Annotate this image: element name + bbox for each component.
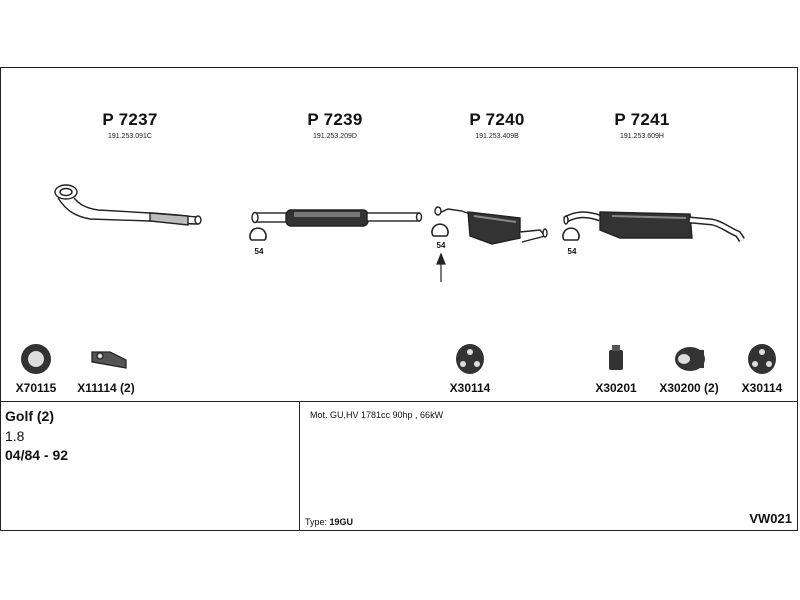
clamp-label-2: 54: [436, 241, 446, 250]
vehicle-engine: 1.8: [5, 428, 25, 444]
part-number-p7241[interactable]: P 7241: [614, 110, 670, 129]
vehicle-years: 04/84 - 92: [5, 447, 69, 463]
motor-description: Mot. GU,HV 1781cc 90hp , 66kW: [310, 410, 444, 420]
divider-horizontal: [0, 401, 798, 402]
diagram-frame: [0, 67, 798, 531]
type-label: Type:: [305, 517, 328, 527]
part-number-p7240[interactable]: P 7240: [469, 110, 525, 129]
front-pipe-p7237-drawing[interactable]: [54, 184, 202, 226]
clamp-icon-3[interactable]: [562, 227, 580, 241]
accessory-code-x30200[interactable]: X30200 (2): [659, 381, 719, 395]
part-number-p7237[interactable]: P 7237: [102, 110, 158, 129]
mounting-rubber-icon[interactable]: [609, 345, 623, 370]
clamp-label-1: 54: [254, 247, 264, 256]
divider-vertical: [299, 401, 300, 531]
flange-clamp-icon[interactable]: [675, 347, 705, 371]
arrow-up-icon: [436, 252, 446, 282]
gasket-ring-icon[interactable]: [21, 344, 51, 374]
diagram-reference-code: VW021: [749, 511, 792, 526]
accessory-code-x30201[interactable]: X30201: [595, 381, 637, 395]
part-number-p7239[interactable]: P 7239: [307, 110, 363, 129]
clamp-icon-1[interactable]: [249, 227, 267, 241]
muffler-p7240-drawing[interactable]: [434, 206, 548, 245]
rear-silencer-p7241-drawing[interactable]: [563, 211, 745, 242]
part-ref-p7240: 191.253.409B: [475, 133, 519, 140]
vehicle-model: Golf (2): [5, 408, 54, 424]
part-ref-p7239: 191.253.209D: [313, 133, 357, 140]
middle-silencer-p7239-drawing[interactable]: [251, 209, 423, 227]
part-ref-p7241: 191.253.609H: [620, 133, 664, 140]
accessory-code-x30114-b[interactable]: X30114: [741, 381, 783, 395]
clamp-label-3: 54: [567, 247, 577, 256]
type-line: Type: 19GU: [305, 517, 353, 527]
part-ref-p7237: 191.253.091C: [108, 133, 152, 140]
rubber-mount-icon-a[interactable]: [456, 344, 484, 374]
bracket-clamp-icon[interactable]: [91, 351, 127, 369]
clamp-icon-2[interactable]: [431, 223, 449, 237]
accessory-code-x30114-a[interactable]: X30114: [449, 381, 491, 395]
accessory-code-x70115[interactable]: X70115: [15, 381, 57, 395]
type-value: 19GU: [329, 517, 354, 527]
accessory-code-x11114[interactable]: X11114 (2): [77, 381, 135, 395]
rubber-mount-icon-b[interactable]: [748, 344, 776, 374]
